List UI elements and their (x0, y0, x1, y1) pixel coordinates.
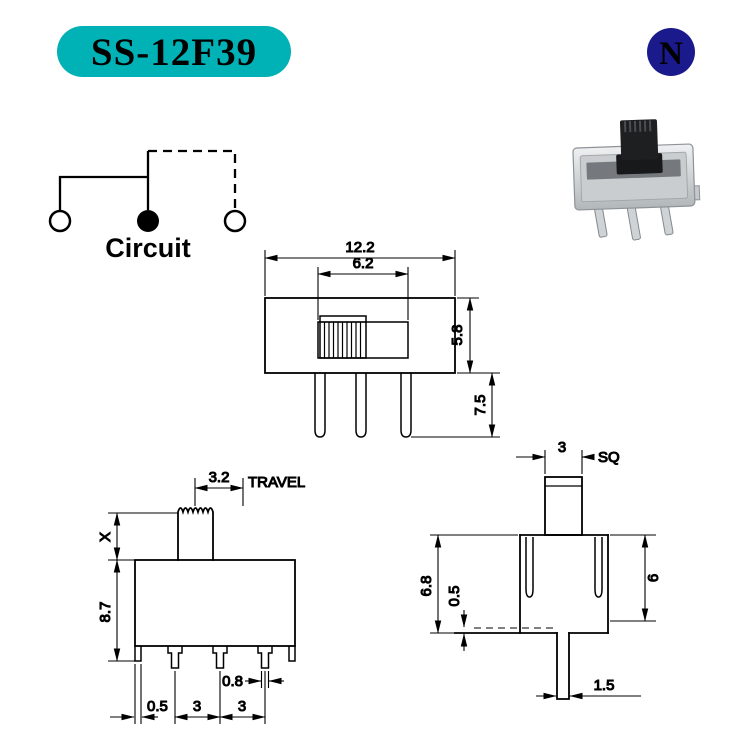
dim-standoff-value: 0.5 (446, 586, 463, 607)
brand-logo-letter: N (659, 36, 683, 72)
terminal-common (137, 210, 159, 232)
circuit-label: Circuit (105, 233, 191, 263)
travel-label: TRAVEL (248, 474, 305, 491)
product-photo (572, 119, 701, 241)
dim-pitch-left-value: 3 (193, 698, 201, 715)
dim-side-pin-width-value: 0.8 (222, 673, 243, 690)
dim-inner-height-value: 6 (645, 574, 662, 582)
dim-pitch-right-value: 3 (238, 698, 246, 715)
dim-front-window-value: 6.2 (353, 255, 374, 272)
dim-front-width-value: 12.2 (345, 239, 374, 256)
terminal-right (223, 209, 247, 233)
photo-knob-serration (623, 120, 652, 133)
dim-standoff: 0.5 (445, 585, 468, 651)
circuit-wire-dashed (148, 149, 237, 210)
front-window (317, 321, 409, 359)
side-body (134, 559, 296, 647)
side-pins (167, 646, 273, 669)
side-foot-right (288, 646, 296, 662)
circuit-wire-solid (58, 175, 148, 211)
circuit-diagram: Circuit (48, 149, 247, 263)
photo-pins (593, 198, 674, 241)
dim-sq-value: 3 (558, 439, 566, 456)
dim-travel-value: 3.2 (209, 469, 230, 486)
dim-inner-height: 6 (610, 534, 663, 622)
end-view: 3 SQ 6.8 0.5 6 1.5 (417, 438, 663, 700)
brand-logo: N (647, 28, 695, 76)
front-knob (319, 315, 367, 359)
model-badge: SS-12F39 (57, 26, 291, 77)
dim-knob-height: X (96, 512, 178, 561)
side-foot-left (134, 646, 142, 662)
dim-front-width: 12.2 (264, 238, 456, 296)
dim-front-pin-length-value: 7.5 (472, 395, 489, 416)
dim-end-pin-width: 1.5 (536, 676, 641, 700)
sq-label: SQ (598, 449, 620, 466)
dim-end-body-height: 6.8 (417, 534, 518, 634)
dim-sq: 3 SQ (516, 438, 620, 474)
dim-travel: 3.2 TRAVEL (194, 468, 306, 506)
model-number: SS-12F39 (91, 31, 257, 74)
front-pins (314, 373, 412, 438)
dim-foot-width-value: 0.5 (147, 698, 168, 715)
end-clip-left (525, 537, 534, 598)
dim-end-pin-width-value: 1.5 (594, 677, 615, 694)
front-body (264, 297, 456, 374)
terminal-left (48, 209, 72, 233)
side-knob (177, 507, 214, 561)
dim-side-pin-width: 0.8 (222, 671, 284, 691)
dim-knob-height-value: X (97, 532, 114, 542)
dim-front-body-height-value: 5.8 (449, 325, 466, 346)
dim-side-body-height-value: 8.7 (97, 602, 114, 623)
side-view: 3.2 TRAVEL X 8.7 0.5 3 3 (96, 468, 306, 724)
brand-logo-circle (647, 28, 695, 76)
dim-end-body-height-value: 6.8 (418, 576, 435, 597)
dim-side-body-height: 8.7 (96, 559, 135, 662)
dim-front-window: 6.2 (317, 254, 409, 320)
dim-front-pin-length: 7.5 (411, 372, 500, 438)
model-badge-bg (57, 26, 291, 77)
dim-front-body-height: 5.8 (448, 297, 500, 374)
end-clip-right (594, 537, 603, 598)
end-pin (556, 632, 570, 700)
dim-bottom-pitch: 0.5 3 3 (110, 664, 266, 724)
front-view: 12.2 6.2 5.8 7.5 (264, 238, 500, 438)
